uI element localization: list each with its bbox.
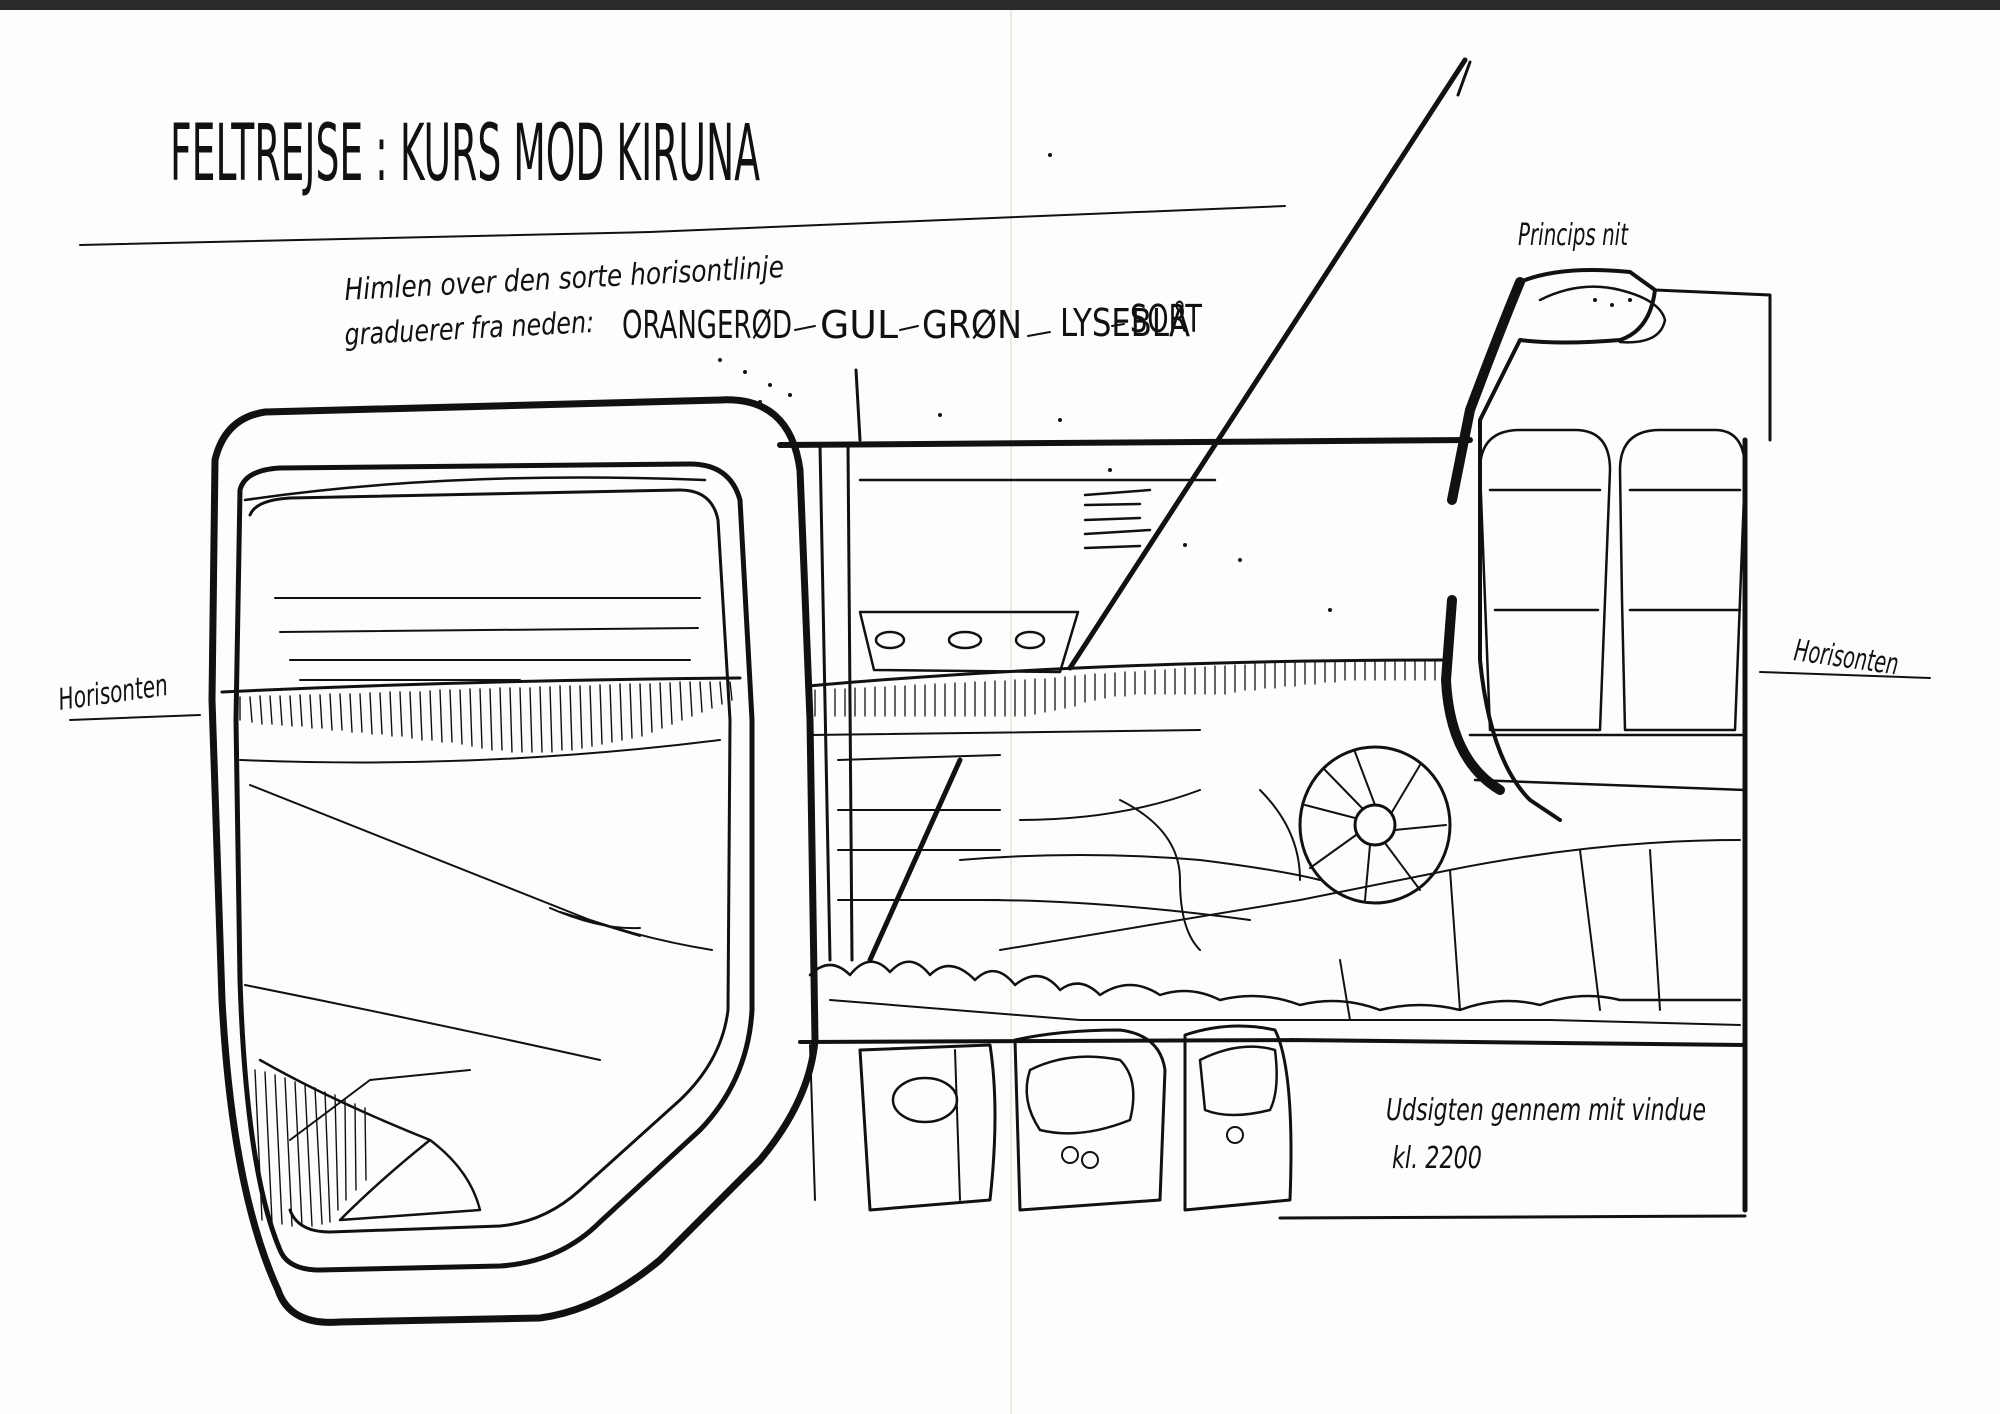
engine xyxy=(1298,745,1452,905)
horizon-label-left: Horisonten xyxy=(56,668,170,718)
mirror-glass-edge xyxy=(248,488,732,1234)
seat-backs xyxy=(809,1024,1293,1212)
door-outline xyxy=(1478,267,1657,822)
mirror-horizon-hatching xyxy=(239,681,733,753)
seat-aisle-lines xyxy=(809,1044,961,1201)
seatback-3 xyxy=(1183,1024,1293,1212)
horizon-pointer-right xyxy=(1759,671,1931,679)
cabin-seats xyxy=(1468,428,1747,792)
sky-color-separator-3 xyxy=(1027,331,1051,337)
mirror-horizon xyxy=(220,676,742,694)
window-top-right-edge xyxy=(1278,288,1772,1220)
sky-color-separator-4 xyxy=(1111,323,1125,327)
mirror-ground-line xyxy=(239,739,721,951)
seatback-2-knob-a xyxy=(1061,1146,1079,1164)
engine-hub xyxy=(1353,803,1397,847)
window-top-edge xyxy=(777,437,1473,448)
door-cloud xyxy=(1538,285,1667,344)
caption-line1: Udsigten gennem mit vindue xyxy=(1386,1093,1706,1128)
sky-color-2: GUL xyxy=(820,303,898,347)
horizon-pointer-left xyxy=(69,714,201,721)
door-opening xyxy=(1441,267,1667,822)
treeline-bottom xyxy=(829,999,1741,1026)
door-edge-lower xyxy=(1441,595,1505,795)
sketch-title: FELTREJSE : KURS MOD KIRUNA xyxy=(170,109,760,199)
treeline xyxy=(808,960,1742,1012)
cabin-horizon-hatching xyxy=(814,659,1436,717)
sky-dots xyxy=(718,153,1632,612)
window-bottom-edge xyxy=(798,1038,1747,1047)
sky-color-separator-2 xyxy=(899,325,919,331)
seatback-2-screen xyxy=(1025,1055,1135,1135)
cabin-floor xyxy=(1468,733,1747,792)
engine-ring xyxy=(1298,745,1452,905)
seatback-2 xyxy=(1013,1028,1167,1212)
door-thick-edge xyxy=(1447,277,1525,505)
wing-curves xyxy=(959,789,1741,1021)
mirror-sky-lines xyxy=(274,597,701,681)
sky-color-4: LYSEBLÅ xyxy=(1060,301,1190,345)
side-mirror xyxy=(208,396,819,1326)
seatback-1-screen xyxy=(891,1076,959,1124)
wing-strut-lower xyxy=(1456,60,1472,97)
sky-color-separator-1 xyxy=(794,325,816,331)
distant-ridges xyxy=(858,478,1217,550)
mirror-top-arc xyxy=(243,476,707,502)
window-post xyxy=(818,368,862,962)
mirror-ground-line-2 xyxy=(244,984,601,1141)
principle-label: Princips nit xyxy=(1518,218,1629,253)
page-fold xyxy=(1010,10,1012,1414)
cabin-lower-horizon xyxy=(809,729,1201,901)
sky-color-3: GRØN xyxy=(922,303,1022,347)
overhead-panel xyxy=(858,610,1080,674)
sky-color-5: SORT xyxy=(1130,297,1203,341)
seatback-1 xyxy=(858,1043,997,1212)
seatback-3-knob xyxy=(1226,1126,1244,1144)
mirror-outer-housing xyxy=(208,396,819,1326)
sky-note-line2: graduerer fra neden: xyxy=(344,305,595,353)
engine-blades xyxy=(1304,751,1447,901)
wing-strut xyxy=(867,57,1468,963)
seat-1-headrest xyxy=(1488,488,1602,612)
window-frame xyxy=(777,288,1772,1220)
seat-1 xyxy=(1478,428,1612,732)
page-top-edge xyxy=(0,0,2000,10)
seatback-3-screen xyxy=(1198,1045,1278,1117)
seat-2-headrest xyxy=(1628,488,1742,612)
seatback-2-knob-b xyxy=(1081,1151,1099,1169)
sky-note-line1: Himlen over den sorte horisontlinje xyxy=(344,250,785,308)
mirror-wing xyxy=(258,1058,482,1222)
title-underline xyxy=(79,205,1286,246)
sky-color-1: ORANGERØD xyxy=(622,303,792,347)
seat-2 xyxy=(1618,428,1747,732)
cabin-horizon-line xyxy=(806,658,1447,688)
caption-line2: kl. 2200 xyxy=(1392,1141,1482,1176)
mirror-shadow-hatching xyxy=(254,1069,367,1227)
mirror-inner-frame xyxy=(233,461,755,1273)
